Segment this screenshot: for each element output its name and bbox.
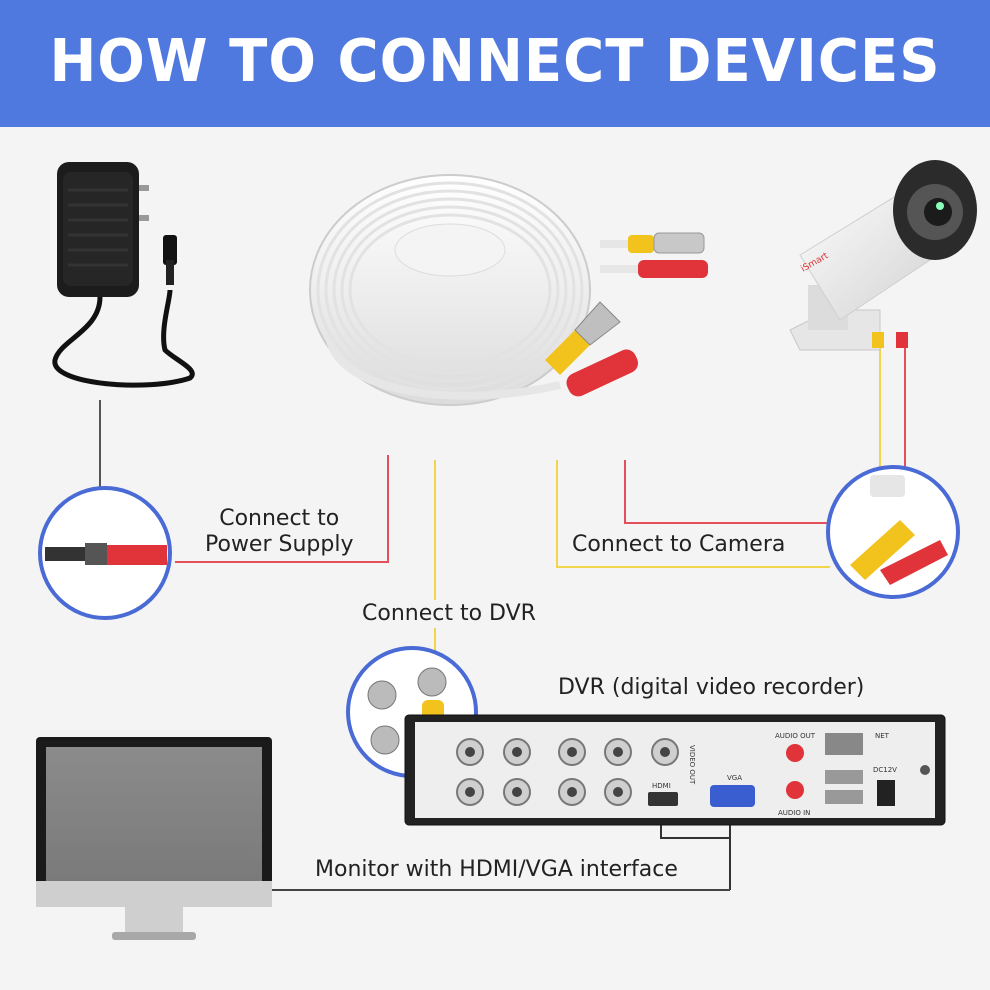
security-camera-icon: iSmart — [789, 160, 977, 351]
dvr-video-out-label: VIDEO OUT — [688, 745, 696, 785]
connect-camera-label: Connect to Camera — [572, 532, 786, 557]
dvr-vga-label: VGA — [727, 774, 742, 782]
header-banner: HOW TO CONNECT DEVICES — [0, 0, 990, 127]
dvr-dc-label: DC12V — [873, 766, 897, 774]
power-adapter-icon — [52, 162, 195, 388]
zoom-camera-connectors — [826, 465, 960, 599]
connect-power-label: Connect to Power Supply — [205, 506, 353, 558]
dvr-unit-icon: VIDEO OUT VGA HDMI AUDIO OUT AUDIO IN NE… — [404, 714, 946, 826]
dvr-audio-in-label: AUDIO IN — [778, 809, 810, 817]
page-title: HOW TO CONNECT DEVICES — [49, 27, 941, 96]
dvr-net-label: NET — [875, 732, 890, 740]
monitor-icon — [36, 737, 272, 940]
monitor-label: Monitor with HDMI/VGA interface — [315, 857, 678, 882]
cable-coil-icon — [309, 174, 708, 406]
connection-lines — [99, 340, 906, 891]
connect-power-line1: Connect to — [219, 506, 340, 531]
dvr-hdmi-label: HDMI — [652, 782, 671, 790]
dvr-title-label: DVR (digital video recorder) — [558, 675, 865, 700]
connect-dvr-label: Connect to DVR — [362, 601, 536, 626]
connect-power-line2: Power Supply — [205, 532, 354, 557]
dvr-audio-out-label: AUDIO OUT — [775, 732, 816, 740]
zoom-power-plug — [38, 486, 172, 620]
